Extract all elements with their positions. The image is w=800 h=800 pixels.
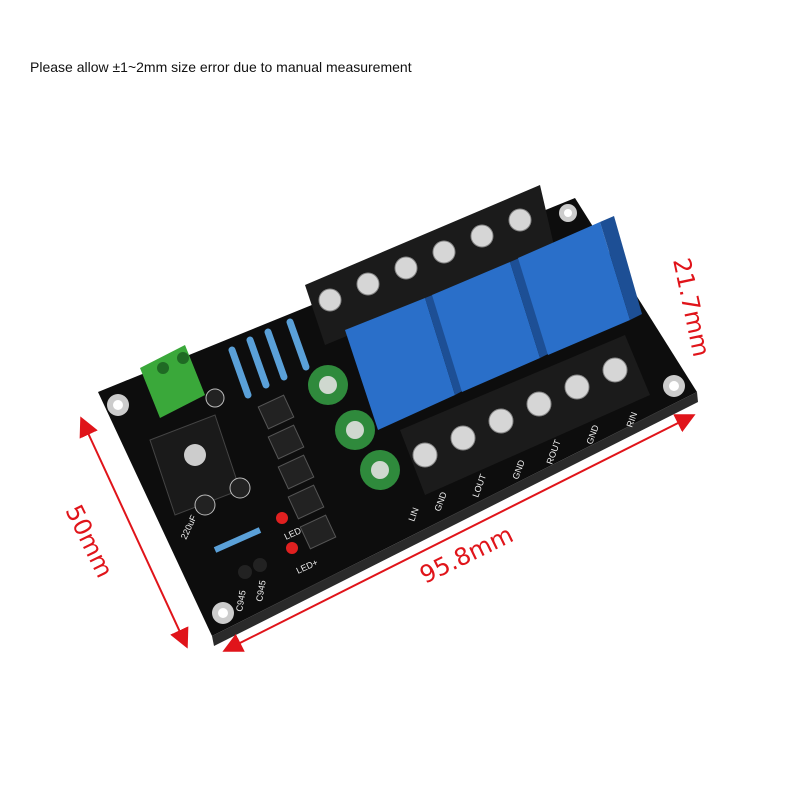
power-connector <box>140 345 205 418</box>
length-arrow <box>222 414 696 652</box>
top-terminal-block <box>305 185 555 345</box>
width-label: 50mm <box>60 500 119 582</box>
relays <box>345 216 642 430</box>
resistors <box>228 318 310 399</box>
measurement-note: Please allow ±1~2mm size error due to ma… <box>30 59 412 75</box>
height-label: 21.7mm <box>667 255 715 359</box>
width-arrow <box>79 416 189 649</box>
